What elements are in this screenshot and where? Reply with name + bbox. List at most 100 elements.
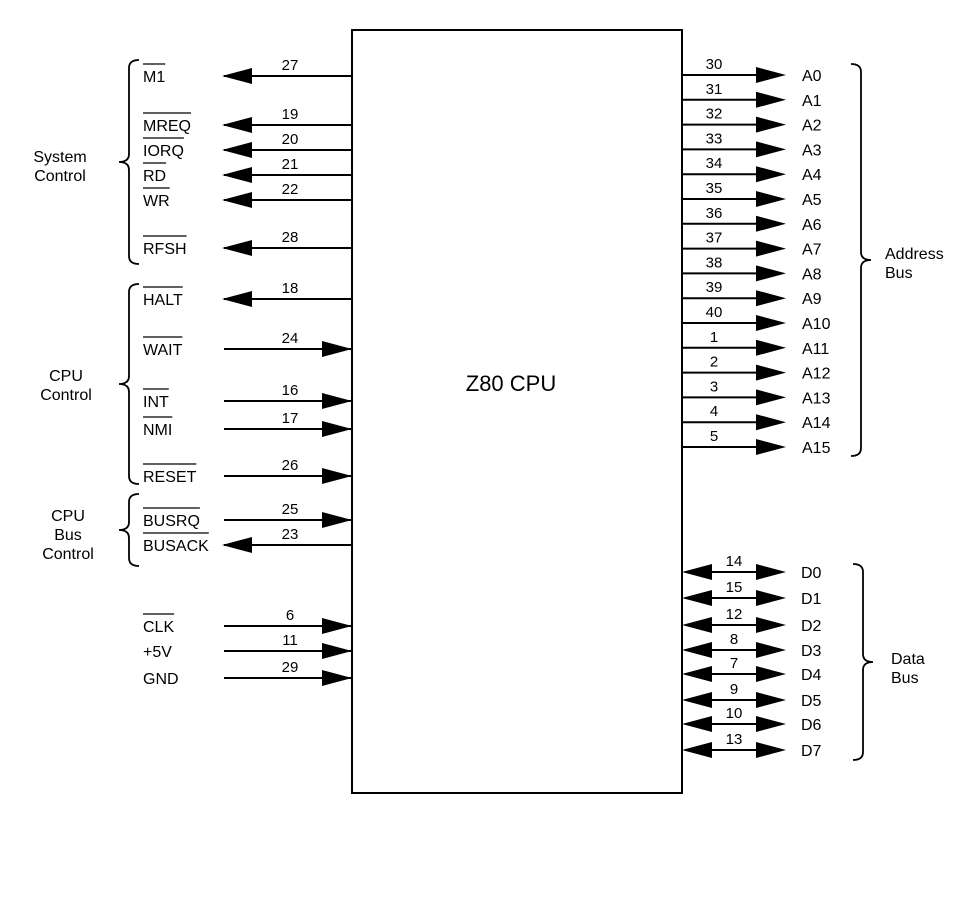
output-arrow-a12	[756, 364, 786, 381]
output-arrow-a1	[756, 91, 786, 108]
pin-number-a0: 30	[706, 56, 723, 73]
pin-number-int: 16	[282, 382, 299, 399]
input-arrow-wait	[322, 341, 352, 357]
pin-number-busrq: 25	[282, 501, 299, 518]
signal-label-rd: RD	[143, 168, 166, 185]
signal-label-a0: A0	[802, 68, 822, 85]
pin-number-a1: 31	[706, 81, 723, 98]
input-arrow-busrq	[322, 512, 352, 528]
input-arrow-reset	[322, 468, 352, 484]
output-arrow-a11	[756, 339, 786, 356]
pin-number-d2: 12	[726, 606, 743, 623]
bidir-arrow-left-d6	[682, 716, 712, 732]
group-label-data-bus-line2: Bus	[891, 670, 919, 687]
brace-system-control	[118, 59, 140, 265]
signal-label-d6: D6	[801, 717, 822, 734]
group-label-system-control: System	[33, 149, 86, 166]
signal-label-a12: A12	[802, 366, 831, 383]
pin-number-d1: 15	[726, 579, 743, 596]
pin-number-gnd: 29	[282, 659, 299, 676]
pin-d4: 7D4	[682, 655, 822, 684]
signal-label-nmi: NMI	[143, 422, 172, 439]
bidir-arrow-right-d1	[756, 590, 786, 606]
input-arrow-nmi	[322, 421, 352, 437]
group-label-data-bus: Data	[891, 651, 925, 668]
signal-label-a13: A13	[802, 390, 831, 407]
pin-number-d4: 7	[730, 655, 738, 672]
pin-number-a8: 38	[706, 254, 723, 271]
signal-label-wr: WR	[143, 193, 170, 210]
signal-label-wait: WAIT	[143, 342, 183, 359]
cpu-chip-body	[351, 29, 683, 794]
output-arrow-a5	[756, 191, 786, 207]
pin-number-a7: 37	[706, 230, 723, 247]
bidir-arrow-right-d4	[756, 666, 786, 682]
signal-label-a3: A3	[802, 142, 822, 159]
signal-label-busrq: BUSRQ	[143, 513, 200, 530]
cpu-chip-label: Z80 CPU	[466, 371, 556, 396]
pin-number-clk: 6	[286, 607, 294, 624]
brace-address-bus	[850, 63, 872, 457]
signal-label-a8: A8	[802, 266, 822, 283]
output-arrow-iorq	[222, 142, 252, 158]
bidir-arrow-left-d2	[682, 617, 712, 633]
bidir-arrow-right-d5	[756, 692, 786, 708]
input-arrow-gnd	[322, 670, 352, 686]
output-arrow-mreq	[222, 117, 252, 133]
signal-label-d7: D7	[801, 743, 822, 760]
signal-label-a11: A11	[802, 341, 829, 358]
pin-number-a4: 34	[706, 155, 723, 172]
signal-label-d3: D3	[801, 643, 822, 660]
pin-number-halt: 18	[282, 280, 299, 297]
pin-number-d0: 14	[726, 553, 743, 570]
signal-label-m1: M1	[143, 69, 165, 86]
pin-number-a12: 2	[710, 354, 718, 371]
output-arrow-a0	[756, 67, 786, 83]
pin-number-d3: 8	[730, 631, 738, 648]
signal-label-d2: D2	[801, 618, 822, 635]
bidir-arrow-left-d1	[682, 590, 712, 606]
group-label-cpu-control: CPU	[49, 368, 83, 385]
group-label-cpu-control-line2: Control	[40, 387, 92, 404]
pin-number-a9: 39	[706, 279, 723, 296]
output-arrow-a2	[756, 116, 786, 133]
output-arrow-a15	[756, 439, 786, 455]
pin-number-m1: 27	[282, 57, 299, 74]
signal-label-vcc: +5V	[143, 644, 172, 661]
output-arrow-a9	[756, 290, 786, 307]
pin-number-a2: 32	[706, 106, 723, 123]
pin-d5: 9D5	[682, 681, 822, 710]
input-arrow-int	[322, 393, 352, 409]
signal-label-a7: A7	[802, 242, 822, 259]
pin-number-d5: 9	[730, 681, 738, 698]
pin-number-a6: 36	[706, 205, 723, 222]
brace-data-bus	[852, 563, 874, 761]
pin-number-a14: 4	[710, 403, 718, 420]
bidir-arrow-right-d2	[756, 617, 786, 633]
signal-label-a10: A10	[802, 316, 831, 333]
signal-label-d5: D5	[801, 693, 822, 710]
group-label-cpu-bus-control-line3: Control	[42, 546, 94, 563]
input-arrow-clk	[322, 618, 352, 634]
group-label-system-control-line2: Control	[34, 168, 86, 185]
pin-number-a11: 1	[710, 329, 718, 346]
